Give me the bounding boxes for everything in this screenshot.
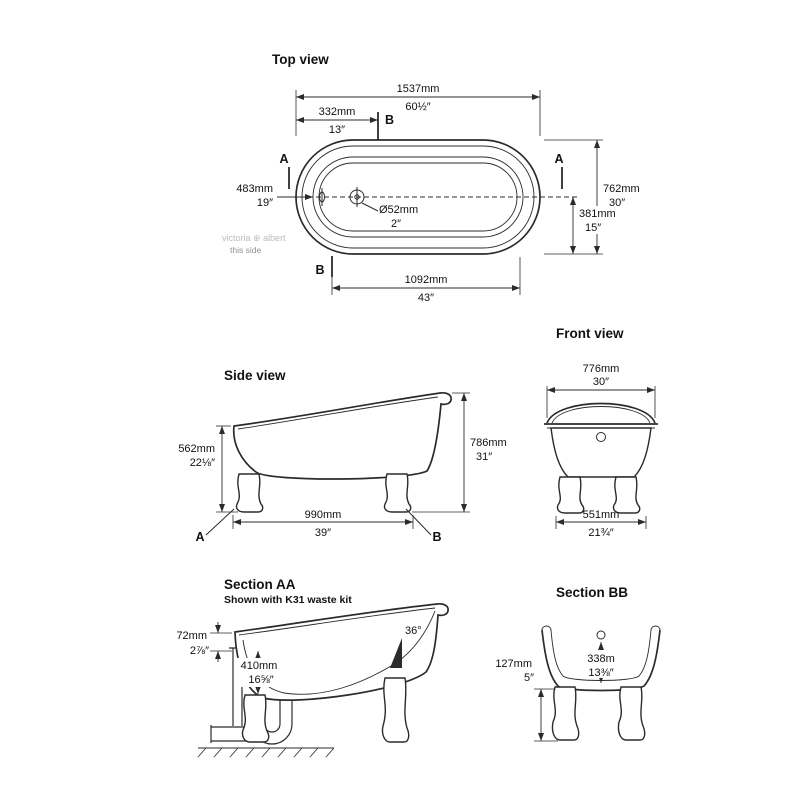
front-overflow-hole bbox=[596, 432, 606, 442]
bb-foot-left bbox=[551, 686, 580, 741]
dim-feet-spread-front: 551mm 21¾″ bbox=[555, 509, 647, 539]
dim-overall-width: 762mm 30″ bbox=[544, 139, 640, 255]
dim-floor-clearance: 127mm 5″ bbox=[495, 658, 558, 742]
front-view: Front view 776mm 30″ 551mm 21¾″ bbox=[544, 326, 658, 539]
dim-feet-spread-side: 990mm 39″ bbox=[232, 509, 414, 539]
dim-overflow-offset: 483mm 19″ bbox=[236, 183, 313, 209]
tub-plan-outline bbox=[295, 139, 580, 255]
front-foot-left bbox=[556, 476, 585, 514]
dim-feet-spread-front-mm: 551mm bbox=[583, 509, 620, 521]
side-foot-left bbox=[235, 473, 264, 513]
dim-back-height-in: 31″ bbox=[476, 451, 492, 463]
section-b-label-bottom: B bbox=[315, 263, 324, 277]
dim-overall-length-in: 60½″ bbox=[405, 101, 430, 113]
dim-depth-aa-mm: 410mm bbox=[241, 660, 278, 672]
dim-waste-offset-mm: 332mm bbox=[319, 106, 356, 118]
front-foot-right bbox=[612, 476, 641, 514]
backrest-angle: 36° bbox=[390, 625, 422, 668]
bb-foot-right bbox=[617, 686, 646, 741]
dim-overflow-offset-mm: 483mm bbox=[236, 183, 273, 195]
section-aa-title: Section AA bbox=[224, 577, 296, 592]
dim-half-width-mm: 381mm bbox=[579, 208, 616, 220]
waste-hole bbox=[349, 187, 379, 212]
dim-half-width-in: 15″ bbox=[585, 222, 601, 234]
dim-rim-height-in: 22⅛″ bbox=[190, 457, 215, 469]
dim-overall-length-mm: 1537mm bbox=[397, 83, 440, 95]
section-aa-subtitle: Shown with K31 waste kit bbox=[224, 594, 352, 606]
dim-front-width-in: 30″ bbox=[593, 376, 609, 388]
dim-back-height: 786mm 31″ bbox=[412, 392, 507, 513]
brand-watermark: victoria ⊕ albert bbox=[222, 233, 286, 243]
dim-back-height-mm: 786mm bbox=[470, 437, 507, 449]
backrest-angle-label: 36° bbox=[405, 625, 422, 637]
dim-feet-spread-side-in: 39″ bbox=[315, 527, 331, 539]
floor-hatch bbox=[197, 747, 335, 758]
dim-front-width-mm: 776mm bbox=[583, 363, 620, 375]
brand-note: this side bbox=[230, 245, 261, 255]
dim-waste-offset: 332mm 13″ B bbox=[296, 106, 394, 140]
dim-overall-width-mm: 762mm bbox=[603, 183, 640, 195]
dim-depth-bb-in: 13⅜″ bbox=[588, 667, 613, 679]
dim-depth-aa: 410mm 16⅝″ bbox=[235, 651, 285, 694]
dim-depth-bb-mm: 338m bbox=[587, 653, 615, 665]
top-view: Top view Ø52mm 2″ 1537mm 60½″ bbox=[222, 52, 640, 304]
tub-front-outline bbox=[544, 402, 658, 478]
aa-foot-right bbox=[381, 677, 410, 743]
dim-waste-offset-in: 13″ bbox=[329, 124, 345, 136]
side-section-labels: A B bbox=[195, 508, 442, 544]
section-a-label-left: A bbox=[279, 152, 288, 166]
side-foot-right bbox=[383, 473, 412, 513]
section-b-label-top: B bbox=[385, 113, 394, 127]
dim-floor-clearance-mm: 127mm bbox=[495, 658, 532, 670]
dim-depth-aa-in: 16⅝″ bbox=[248, 674, 273, 686]
side-label-b: B bbox=[432, 530, 441, 544]
dim-overall-length: 1537mm 60½″ bbox=[295, 83, 541, 136]
angle-wedge bbox=[390, 638, 402, 668]
dim-floor-clearance-in: 5″ bbox=[524, 672, 534, 684]
dim-base-length: B 1092mm 43″ bbox=[315, 256, 521, 304]
overflow-hole bbox=[319, 188, 325, 206]
dim-waste-dia-in: 2″ bbox=[391, 218, 401, 230]
dim-rim-height: 562mm 22⅛″ bbox=[178, 425, 238, 513]
section-aa: Section AA Shown with K31 waste kit bbox=[176, 577, 449, 758]
dim-base-length-mm: 1092mm bbox=[405, 274, 448, 286]
dim-waste-dia-mm: Ø52mm bbox=[379, 204, 418, 216]
dim-rim-drop: 72mm 2⅞″ bbox=[176, 622, 232, 662]
side-view: Side view 562mm 22⅛″ 786mm 31″ bbox=[178, 368, 506, 544]
top-view-title: Top view bbox=[272, 52, 329, 67]
side-view-title: Side view bbox=[224, 368, 286, 383]
dim-overflow-offset-in: 19″ bbox=[257, 197, 273, 209]
dim-rim-drop-in: 2⅞″ bbox=[190, 645, 209, 657]
dim-front-width: 776mm 30″ bbox=[546, 363, 656, 418]
dim-depth-bb: 338m 13⅜″ bbox=[578, 642, 624, 683]
aa-foot-left bbox=[241, 694, 270, 743]
dim-feet-spread-front-in: 21¾″ bbox=[588, 527, 613, 539]
section-a-marks: A A bbox=[279, 152, 564, 189]
tub-side-outline bbox=[232, 391, 452, 480]
dim-half-width: 381mm 15″ bbox=[570, 197, 625, 254]
section-bb: Section BB 127mm 5″ 338m 13⅜″ bbox=[495, 585, 661, 742]
side-label-a: A bbox=[195, 530, 204, 544]
section-a-label-right: A bbox=[554, 152, 563, 166]
front-view-title: Front view bbox=[556, 326, 624, 341]
dim-feet-spread-side-mm: 990mm bbox=[305, 509, 342, 521]
dim-rim-height-mm: 562mm bbox=[178, 443, 215, 455]
bb-overflow-hole bbox=[596, 630, 606, 640]
dim-rim-drop-mm: 72mm bbox=[176, 630, 207, 642]
dim-base-length-in: 43″ bbox=[418, 292, 434, 304]
section-bb-title: Section BB bbox=[556, 585, 628, 600]
tub-section-aa-outline bbox=[234, 602, 449, 701]
